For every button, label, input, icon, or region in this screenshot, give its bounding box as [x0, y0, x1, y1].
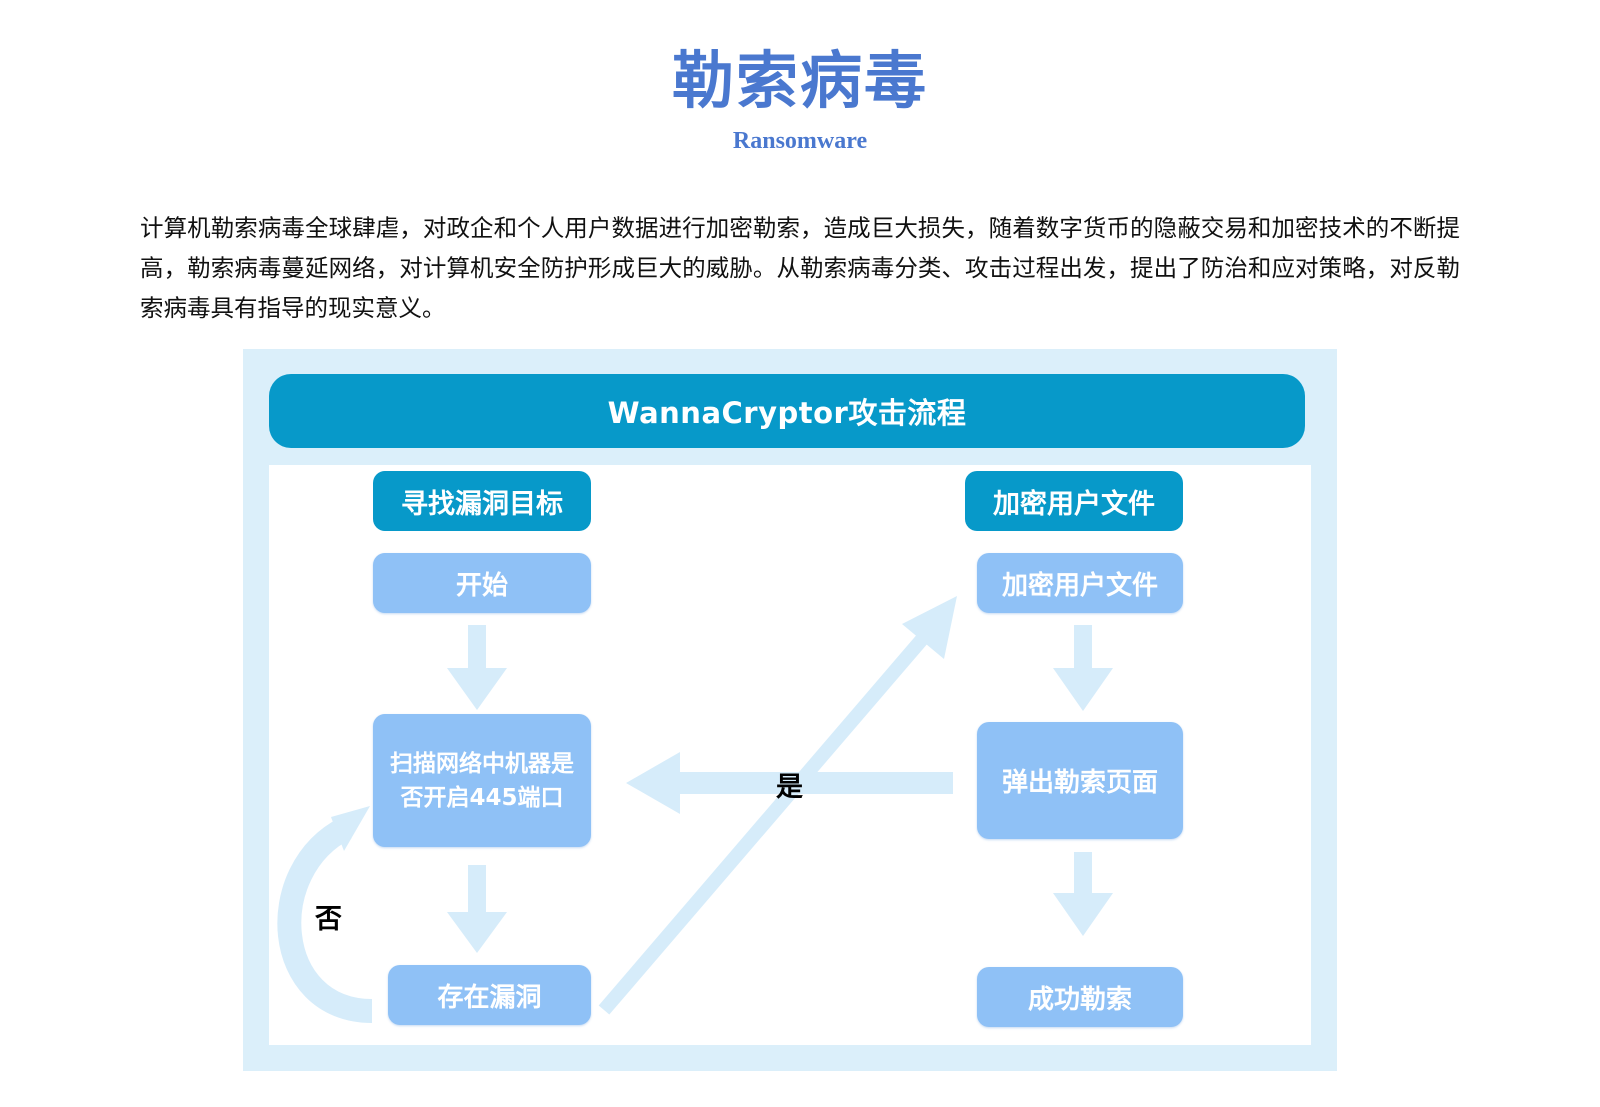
diagonal-arrowhead — [902, 596, 957, 659]
step-scan-port-445: 扫描网络中机器是否开启445端口 — [373, 714, 591, 847]
page-title: 勒索病毒 — [671, 44, 928, 117]
page-subtitle: Ransomware — [732, 128, 868, 154]
step-ransom-success: 成功勒索 — [977, 967, 1183, 1027]
right-down-arrow-1-shaft — [1074, 625, 1092, 673]
left-column-title: 寻找漏洞目标 — [373, 471, 591, 531]
right-down-arrow-1-head — [1053, 668, 1113, 711]
left-down-arrow-2-shaft — [468, 865, 486, 917]
right-down-arrow-2-shaft — [1074, 852, 1092, 898]
diagram-header: WannaCryptor攻击流程 — [269, 374, 1305, 448]
intro-paragraph: 计算机勒索病毒全球肆虐，对政企和个人用户数据进行加密勒索，造成巨大损失，随着数字… — [140, 214, 1460, 322]
right-down-arrow-2-head — [1053, 893, 1113, 936]
step-ransom-page: 弹出勒索页面 — [977, 722, 1183, 839]
left-down-arrow-1-head — [447, 668, 507, 710]
yes-label: 是 — [776, 772, 803, 803]
step-vulnerability-exists: 存在漏洞 — [388, 965, 591, 1025]
diagonal-yes-arrow — [598, 625, 936, 1015]
left-down-arrow-1-shaft — [468, 625, 486, 673]
left-down-arrow-2-head — [447, 912, 507, 953]
right-column-title: 加密用户文件 — [965, 471, 1183, 531]
no-loop-arrowhead — [331, 806, 370, 851]
step-encrypt-files: 加密用户文件 — [977, 553, 1183, 613]
no-loop-arrow — [277, 817, 373, 1023]
step-start: 开始 — [373, 553, 591, 613]
horizontal-arrowhead — [626, 752, 680, 814]
no-label: 否 — [315, 904, 342, 935]
